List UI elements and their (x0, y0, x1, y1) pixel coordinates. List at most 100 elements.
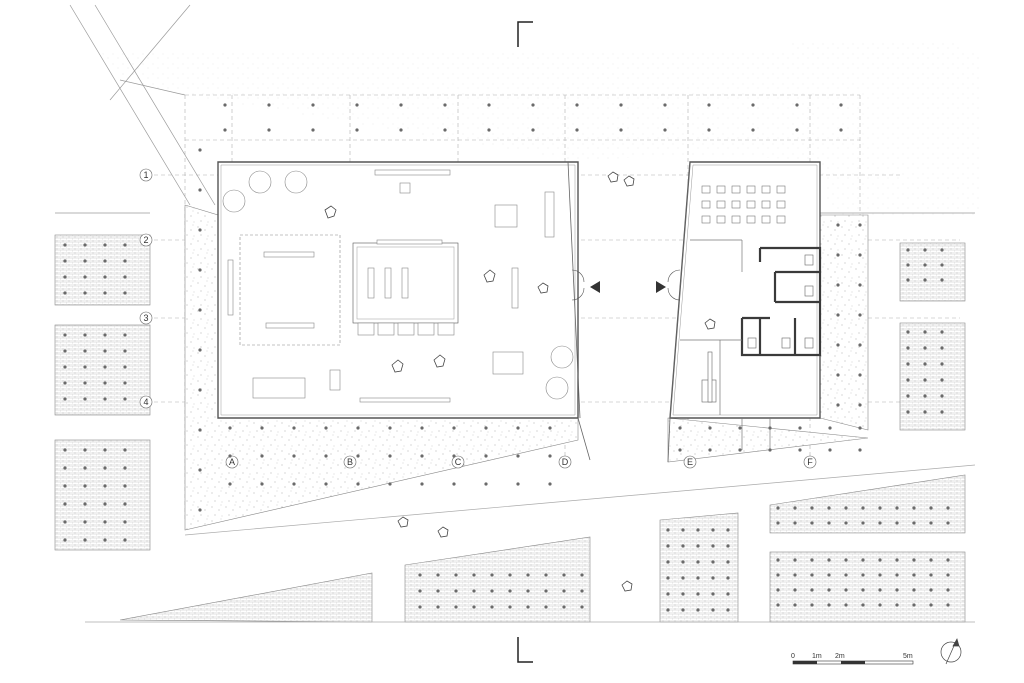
grid-dot (399, 128, 403, 132)
grid-dot (123, 349, 127, 353)
scale-label-1m: 1m (812, 653, 822, 660)
grid-dot (63, 466, 67, 470)
grid-dot (776, 573, 780, 577)
grid-dot (83, 397, 87, 401)
grid-dot (923, 263, 927, 267)
grid-dot (443, 128, 447, 132)
grid-label-col-c: C (455, 457, 462, 467)
grid-dot (878, 558, 882, 562)
grid-dot (810, 521, 814, 525)
grid-dot (793, 506, 797, 510)
grid-dot (508, 589, 512, 593)
grid-dot (516, 454, 520, 458)
grid-dot (923, 410, 927, 414)
grid-dot (63, 275, 67, 279)
grid-dot (198, 348, 202, 352)
grid-dot (123, 365, 127, 369)
grid-dot (795, 128, 799, 132)
grid-dot (836, 313, 840, 317)
grid-dot (484, 426, 488, 430)
grid-dot (666, 528, 670, 532)
grid-dot (798, 426, 802, 430)
grid-dot (906, 263, 910, 267)
grid-dot (292, 482, 296, 486)
grid-dot (388, 426, 392, 430)
grid-dot (83, 502, 87, 506)
grid-dot (858, 283, 862, 287)
grid-dot (906, 248, 910, 252)
grid-dot (103, 520, 107, 524)
grid-dot (420, 426, 424, 430)
grid-dot (858, 373, 862, 377)
grid-dot (895, 506, 899, 510)
grid-label-row-4: 4 (143, 397, 148, 407)
restroom-fixtures (701, 254, 814, 403)
grid-dot (681, 608, 685, 612)
grid-dot (844, 573, 848, 577)
service-inner-walls (680, 239, 771, 450)
grid-bubble-row-1: 1 (139, 168, 153, 182)
grid-dot (836, 223, 840, 227)
grid-dot (929, 573, 933, 577)
grid-dot (292, 426, 296, 430)
grid-dot (844, 558, 848, 562)
grid-dot (452, 482, 456, 486)
grid-dot (810, 588, 814, 592)
north-arrow-icon (940, 638, 962, 665)
grid-dot (103, 349, 107, 353)
grid-dot (619, 103, 623, 107)
grid-dot (526, 605, 530, 609)
grid-dot (895, 573, 899, 577)
grid-dot (575, 103, 579, 107)
grid-dot (858, 223, 862, 227)
grid-dot (906, 362, 910, 366)
grid-dot (548, 454, 552, 458)
entrance-arrow-right (656, 281, 666, 293)
grid-dot (946, 558, 950, 562)
grid-dot (324, 454, 328, 458)
grid-dot (83, 484, 87, 488)
grid-dot (580, 605, 584, 609)
grid-dot (472, 573, 476, 577)
grid-dot (198, 188, 202, 192)
grid-dot (63, 397, 67, 401)
grid-dot (776, 521, 780, 525)
covered-passage (567, 161, 691, 463)
grid-dot (83, 349, 87, 353)
grid-dot (768, 448, 772, 452)
grid-dot (929, 506, 933, 510)
scale-bar: 0 1m 2m 5m (791, 653, 914, 665)
grid-dot (418, 589, 422, 593)
grid-dot (198, 308, 202, 312)
grid-dot (696, 544, 700, 548)
grid-dot (940, 278, 944, 282)
grid-dot (895, 521, 899, 525)
grid-dot (490, 605, 494, 609)
grid-dot (123, 397, 127, 401)
grid-dot (929, 521, 933, 525)
grid-dot (946, 521, 950, 525)
grid-dot (562, 605, 566, 609)
grid-dot (708, 426, 712, 430)
grid-dot (311, 128, 315, 132)
grid-dot (923, 394, 927, 398)
grid-dot (768, 426, 772, 430)
grid-dot (923, 346, 927, 350)
grid-dot (844, 521, 848, 525)
grid-dot (103, 333, 107, 337)
grid-dot (83, 448, 87, 452)
grid-dot (487, 128, 491, 132)
section-marker-bottom (517, 637, 533, 663)
grid-dot (666, 592, 670, 596)
grid-dot (878, 603, 882, 607)
grid-dot (418, 605, 422, 609)
scale-label-0: 0 (791, 653, 795, 660)
grid-dot (292, 454, 296, 458)
grid-dot (260, 482, 264, 486)
grid-dot (681, 576, 685, 580)
grid-dot (83, 243, 87, 247)
grid-dot (663, 103, 667, 107)
grid-dot (912, 603, 916, 607)
grid-dot (63, 381, 67, 385)
grid-dot (311, 103, 315, 107)
